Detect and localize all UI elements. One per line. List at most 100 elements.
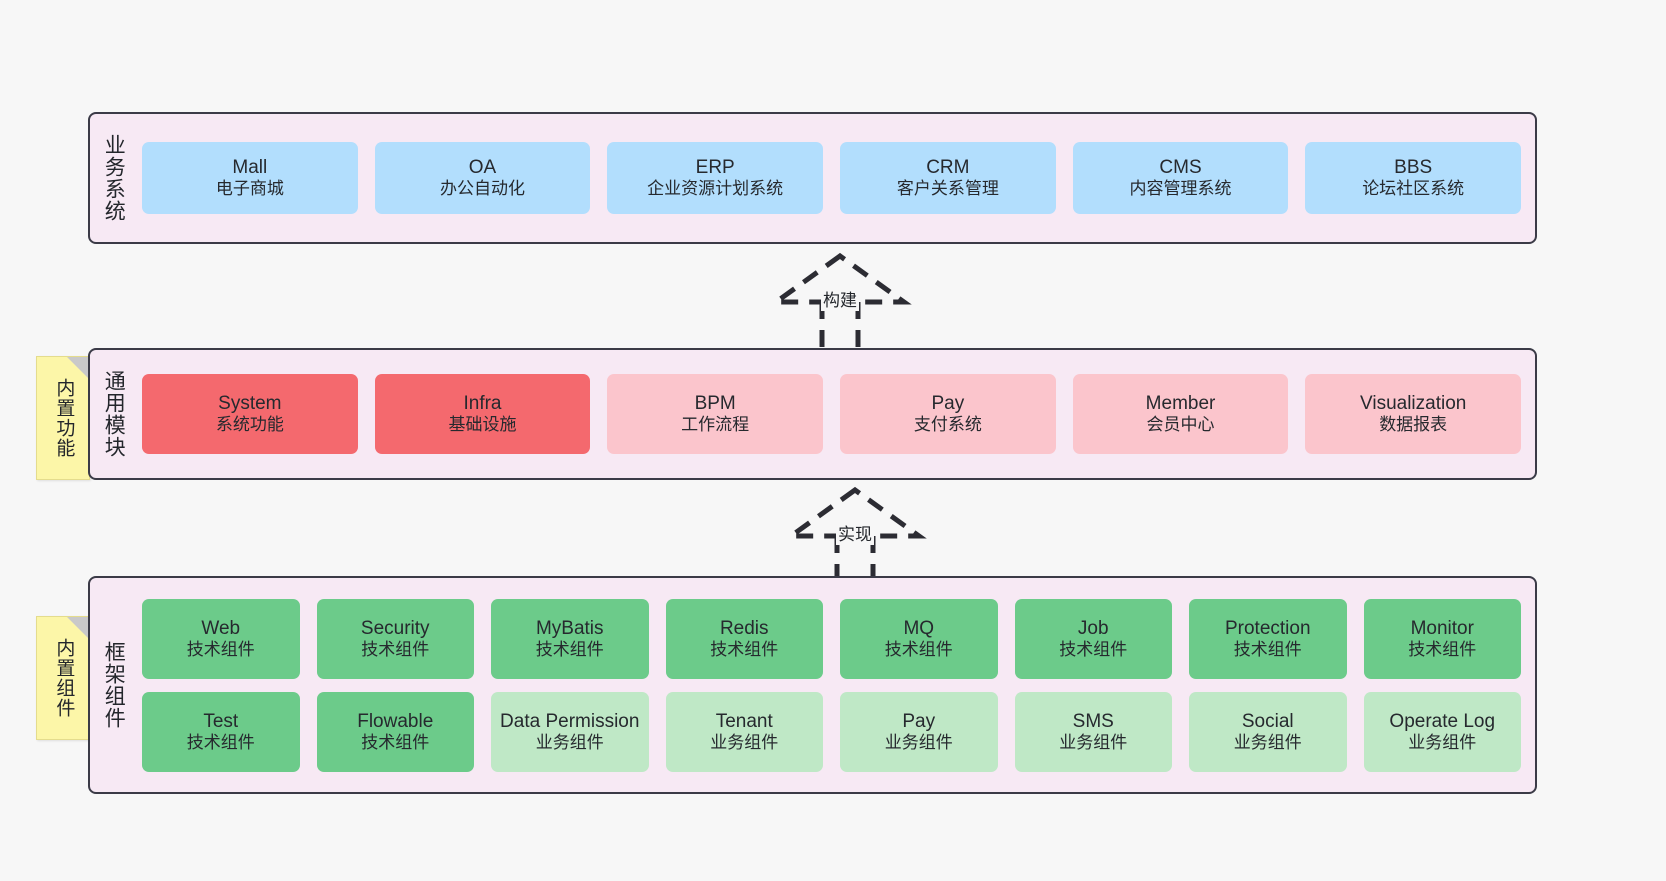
card-title: BPM	[694, 393, 736, 415]
card-subtitle: 技术组件	[535, 639, 604, 659]
card-subtitle: 业务组件	[1233, 732, 1302, 752]
card-data-permission[interactable]: Data Permission 业务组件	[491, 691, 649, 772]
sticky-note-label: 内置功能	[53, 378, 75, 458]
card-pay[interactable]: Pay 支付系统	[840, 374, 1056, 454]
page-fold-icon	[67, 357, 89, 379]
layer-title-business: 业务系统	[102, 134, 126, 222]
card-crm[interactable]: CRM 客户关系管理	[840, 142, 1056, 214]
card-pay-business[interactable]: Pay 业务组件	[840, 691, 998, 772]
layer-business-system: 业务系统 Mall 电子商城 OA 办公自动化 ERP 企业资源计划系统 CRM…	[88, 112, 1537, 244]
card-subtitle: 技术组件	[710, 639, 779, 659]
card-title: Tenant	[715, 710, 773, 732]
card-title: Pay	[902, 710, 936, 732]
card-title: BBS	[1394, 157, 1433, 179]
card-flowable[interactable]: Flowable 技术组件	[316, 691, 474, 772]
card-title: CRM	[926, 157, 970, 179]
sticky-note-builtin-functions: 内置功能	[36, 356, 90, 480]
card-subtitle: 基础设施	[448, 415, 517, 435]
card-subtitle: 工作流程	[681, 415, 750, 435]
card-subtitle: 技术组件	[1233, 639, 1302, 659]
card-monitor[interactable]: Monitor 技术组件	[1363, 598, 1521, 679]
card-subtitle: 技术组件	[1408, 639, 1477, 659]
card-title: Member	[1145, 393, 1216, 415]
framework-tech-row: Web 技术组件 Security 技术组件 MyBatis 技术组件 Redi…	[142, 598, 1521, 679]
card-title: MQ	[903, 617, 935, 639]
framework-business-row: Test 技术组件 Flowable 技术组件 Data Permission …	[142, 691, 1521, 772]
card-title: Monitor	[1410, 617, 1474, 639]
card-subtitle: 技术组件	[361, 639, 430, 659]
card-title: SMS	[1072, 710, 1114, 732]
card-erp[interactable]: ERP 企业资源计划系统	[607, 142, 824, 214]
card-title: Pay	[931, 393, 965, 415]
card-subtitle: 客户关系管理	[896, 179, 999, 199]
card-title: Web	[201, 617, 241, 639]
card-title: CMS	[1159, 157, 1202, 179]
card-subtitle: 会员中心	[1146, 415, 1215, 435]
card-subtitle: 技术组件	[186, 639, 255, 659]
connector-build: 构建	[760, 252, 920, 348]
card-subtitle: 企业资源计划系统	[647, 179, 784, 199]
card-subtitle: 技术组件	[186, 732, 255, 752]
card-title: Infra	[463, 393, 502, 415]
card-mybatis[interactable]: MyBatis 技术组件	[491, 598, 649, 679]
card-subtitle: 系统功能	[215, 415, 284, 435]
card-mq[interactable]: MQ 技术组件	[840, 598, 998, 679]
connector-implement: 实现	[775, 486, 935, 582]
layer-body-business: Mall 电子商城 OA 办公自动化 ERP 企业资源计划系统 CRM 客户关系…	[136, 114, 1535, 242]
card-tenant[interactable]: Tenant 业务组件	[665, 691, 823, 772]
card-title: Mall	[232, 157, 268, 179]
card-oa[interactable]: OA 办公自动化	[374, 142, 591, 214]
card-title: Redis	[719, 617, 769, 639]
card-title: ERP	[695, 157, 735, 179]
common-card-row: System 系统功能 Infra 基础设施 BPM 工作流程 Pay 支付系统…	[142, 374, 1522, 454]
card-security[interactable]: Security 技术组件	[316, 598, 474, 679]
card-subtitle: 业务组件	[710, 732, 779, 752]
business-card-row: Mall 电子商城 OA 办公自动化 ERP 企业资源计划系统 CRM 客户关系…	[142, 142, 1522, 214]
card-member[interactable]: Member 会员中心	[1072, 374, 1289, 454]
card-mall[interactable]: Mall 电子商城	[142, 142, 358, 214]
card-web[interactable]: Web 技术组件	[142, 598, 300, 679]
card-title: Data Permission	[500, 710, 640, 732]
card-redis[interactable]: Redis 技术组件	[665, 598, 823, 679]
card-title: Flowable	[357, 710, 434, 732]
card-subtitle: 内容管理系统	[1129, 179, 1232, 199]
card-title: Security	[360, 617, 430, 639]
card-protection[interactable]: Protection 技术组件	[1189, 598, 1347, 679]
card-subtitle: 技术组件	[884, 639, 953, 659]
card-subtitle: 办公自动化	[440, 179, 525, 199]
card-test[interactable]: Test 技术组件	[142, 691, 300, 772]
card-visualization[interactable]: Visualization 数据报表	[1305, 374, 1522, 454]
card-sms[interactable]: SMS 业务组件	[1014, 691, 1172, 772]
card-subtitle: 业务组件	[1059, 732, 1128, 752]
sticky-note-label: 内置组件	[53, 638, 75, 718]
page-fold-icon	[67, 617, 89, 639]
layer-common-module: 通用模块 System 系统功能 Infra 基础设施 BPM 工作流程 Pay…	[88, 348, 1537, 480]
card-infra[interactable]: Infra 基础设施	[374, 374, 591, 454]
card-title: Operate Log	[1389, 710, 1496, 732]
card-subtitle: 技术组件	[361, 732, 430, 752]
card-bpm[interactable]: BPM 工作流程	[607, 374, 824, 454]
card-bbs[interactable]: BBS 论坛社区系统	[1305, 142, 1522, 214]
card-title: Job	[1077, 617, 1109, 639]
card-system[interactable]: System 系统功能	[142, 374, 358, 454]
card-social[interactable]: Social 业务组件	[1189, 691, 1347, 772]
card-title: Social	[1241, 710, 1294, 732]
card-title: Visualization	[1360, 393, 1467, 415]
card-title: MyBatis	[535, 617, 604, 639]
card-operate-log[interactable]: Operate Log 业务组件	[1363, 691, 1521, 772]
card-subtitle: 技术组件	[1059, 639, 1128, 659]
layer-title-framework: 框架组件	[102, 641, 126, 729]
card-subtitle: 数据报表	[1379, 415, 1448, 435]
layer-framework-component: 框架组件 Web 技术组件 Security 技术组件 MyBatis 技术组件…	[88, 576, 1537, 794]
card-title: OA	[468, 157, 497, 179]
card-cms[interactable]: CMS 内容管理系统	[1072, 142, 1289, 214]
card-title: Protection	[1224, 617, 1311, 639]
card-subtitle: 业务组件	[1408, 732, 1477, 752]
card-title: System	[218, 393, 282, 415]
card-job[interactable]: Job 技术组件	[1014, 598, 1172, 679]
card-subtitle: 论坛社区系统	[1362, 179, 1465, 199]
card-title: Test	[203, 710, 239, 732]
layer-title-common: 通用模块	[102, 370, 126, 458]
layer-body-common: System 系统功能 Infra 基础设施 BPM 工作流程 Pay 支付系统…	[136, 350, 1535, 478]
connector-label-implement: 实现	[836, 520, 874, 545]
